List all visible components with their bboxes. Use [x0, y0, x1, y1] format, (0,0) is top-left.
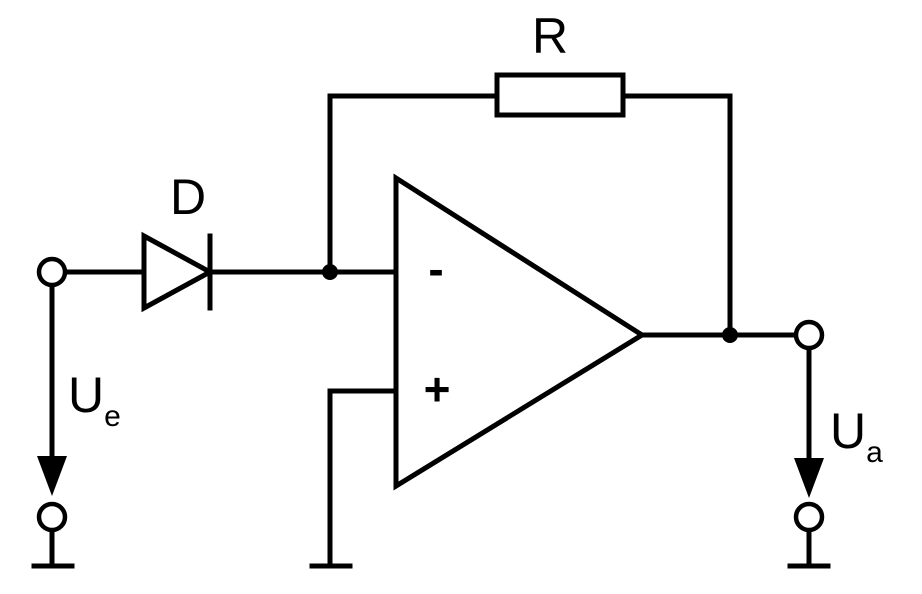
output-terminal [793, 319, 825, 351]
op-amp [393, 173, 647, 491]
input-voltage-label: Ue [68, 367, 121, 433]
output-junction-dot [722, 327, 738, 343]
input-voltage-arrowhead [37, 456, 67, 496]
noninverting-input-wire [327, 388, 399, 569]
resistor [494, 72, 626, 118]
resistor-label: R [532, 8, 568, 64]
output-reference-terminal [793, 501, 825, 533]
inverting-input-sign: - [428, 243, 443, 295]
noninverting-input-sign: + [424, 363, 451, 415]
input-terminal [36, 256, 68, 288]
output-voltage-arrowhead [794, 458, 824, 498]
output-voltage-label: Ua [830, 403, 883, 469]
input-reference-terminal [36, 501, 68, 533]
diode-label: D [170, 169, 206, 225]
diode [141, 231, 216, 313]
input-junction-dot [322, 264, 338, 280]
